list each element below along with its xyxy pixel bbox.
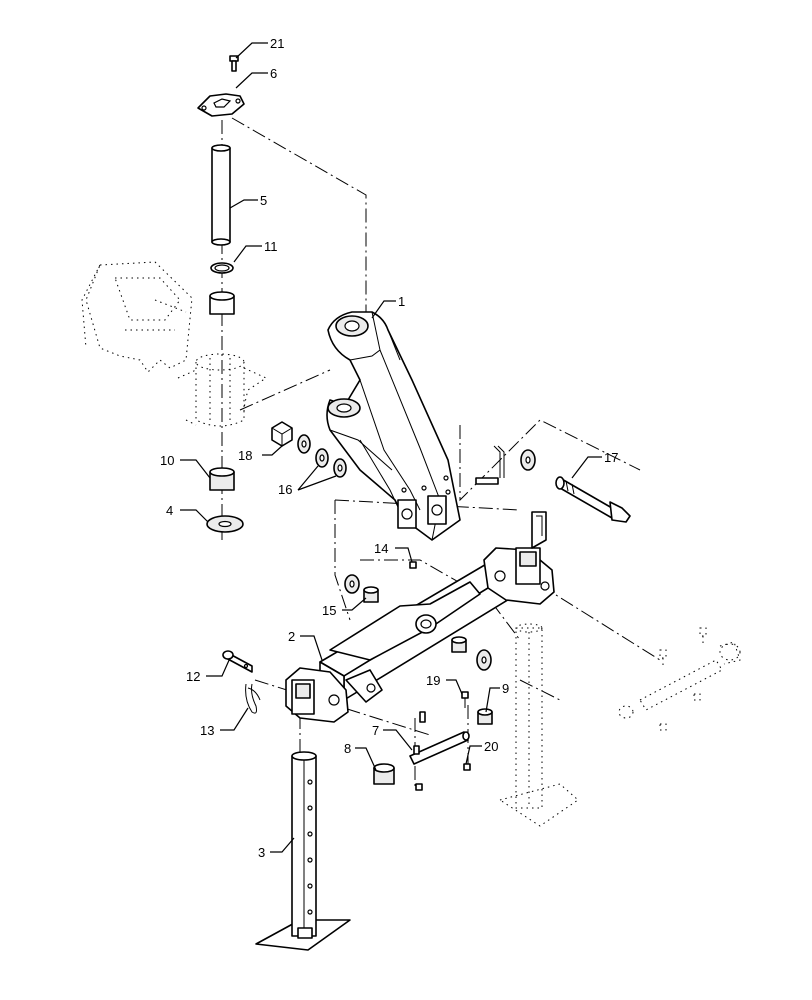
part-10-bushing bbox=[209, 467, 235, 491]
callout-12: 12 bbox=[186, 669, 200, 684]
part-16-washers bbox=[297, 434, 347, 478]
callout-3: 3 bbox=[258, 845, 265, 860]
part-3-jack-stand bbox=[255, 751, 351, 951]
part-9-bushing bbox=[477, 708, 493, 725]
part-19-screw bbox=[461, 691, 469, 708]
cotter-pin-upper bbox=[475, 445, 505, 485]
callout-9: 9 bbox=[502, 681, 509, 696]
pin-assembly-right bbox=[618, 627, 741, 731]
washer-17 bbox=[520, 449, 536, 471]
callout-13: 13 bbox=[200, 723, 214, 738]
part-6-plate bbox=[197, 93, 245, 117]
part-21-screw bbox=[229, 55, 239, 72]
part-20-cap bbox=[463, 763, 471, 771]
part-2-beam bbox=[285, 511, 555, 723]
callout-17: 17 bbox=[604, 450, 618, 465]
part-13-hair-pin bbox=[245, 683, 261, 714]
part-17-bolt bbox=[555, 476, 631, 523]
leader-lines bbox=[180, 42, 602, 853]
part-1-swing-arm bbox=[326, 311, 461, 541]
clip-lower bbox=[415, 783, 423, 791]
part-7-pin bbox=[409, 711, 470, 765]
callout-2: 2 bbox=[288, 629, 295, 644]
callout-5: 5 bbox=[260, 193, 267, 208]
plow-frame-reference bbox=[81, 261, 268, 427]
callout-7: 7 bbox=[372, 723, 379, 738]
callout-6: 6 bbox=[270, 66, 277, 81]
callout-20: 20 bbox=[484, 739, 498, 754]
part-14-pin bbox=[409, 561, 417, 569]
part-18-nut bbox=[271, 421, 293, 447]
part-15-bushing bbox=[344, 574, 379, 603]
part-8-bushing bbox=[373, 763, 395, 785]
callout-4: 4 bbox=[166, 503, 173, 518]
right-jack-stand bbox=[498, 623, 579, 827]
part-12-clevis-pin bbox=[222, 650, 253, 673]
callout-19: 19 bbox=[426, 673, 440, 688]
callout-8: 8 bbox=[344, 741, 351, 756]
callout-10: 10 bbox=[160, 453, 174, 468]
part-11-snap-ring bbox=[210, 262, 234, 274]
callout-18: 18 bbox=[238, 448, 252, 463]
callout-labels: 21 6 5 11 1 18 10 16 4 17 14 15 2 12 13 … bbox=[160, 36, 618, 860]
callout-21: 21 bbox=[270, 36, 284, 51]
upper-bushing bbox=[209, 291, 235, 315]
bushing-right bbox=[451, 636, 492, 671]
part-5-pin bbox=[211, 144, 231, 246]
callout-11: 11 bbox=[264, 239, 278, 254]
callout-15: 15 bbox=[322, 603, 336, 618]
part-4-washer bbox=[206, 515, 244, 533]
callout-16: 16 bbox=[278, 482, 292, 497]
callout-1: 1 bbox=[398, 294, 405, 309]
callout-14: 14 bbox=[374, 541, 388, 556]
